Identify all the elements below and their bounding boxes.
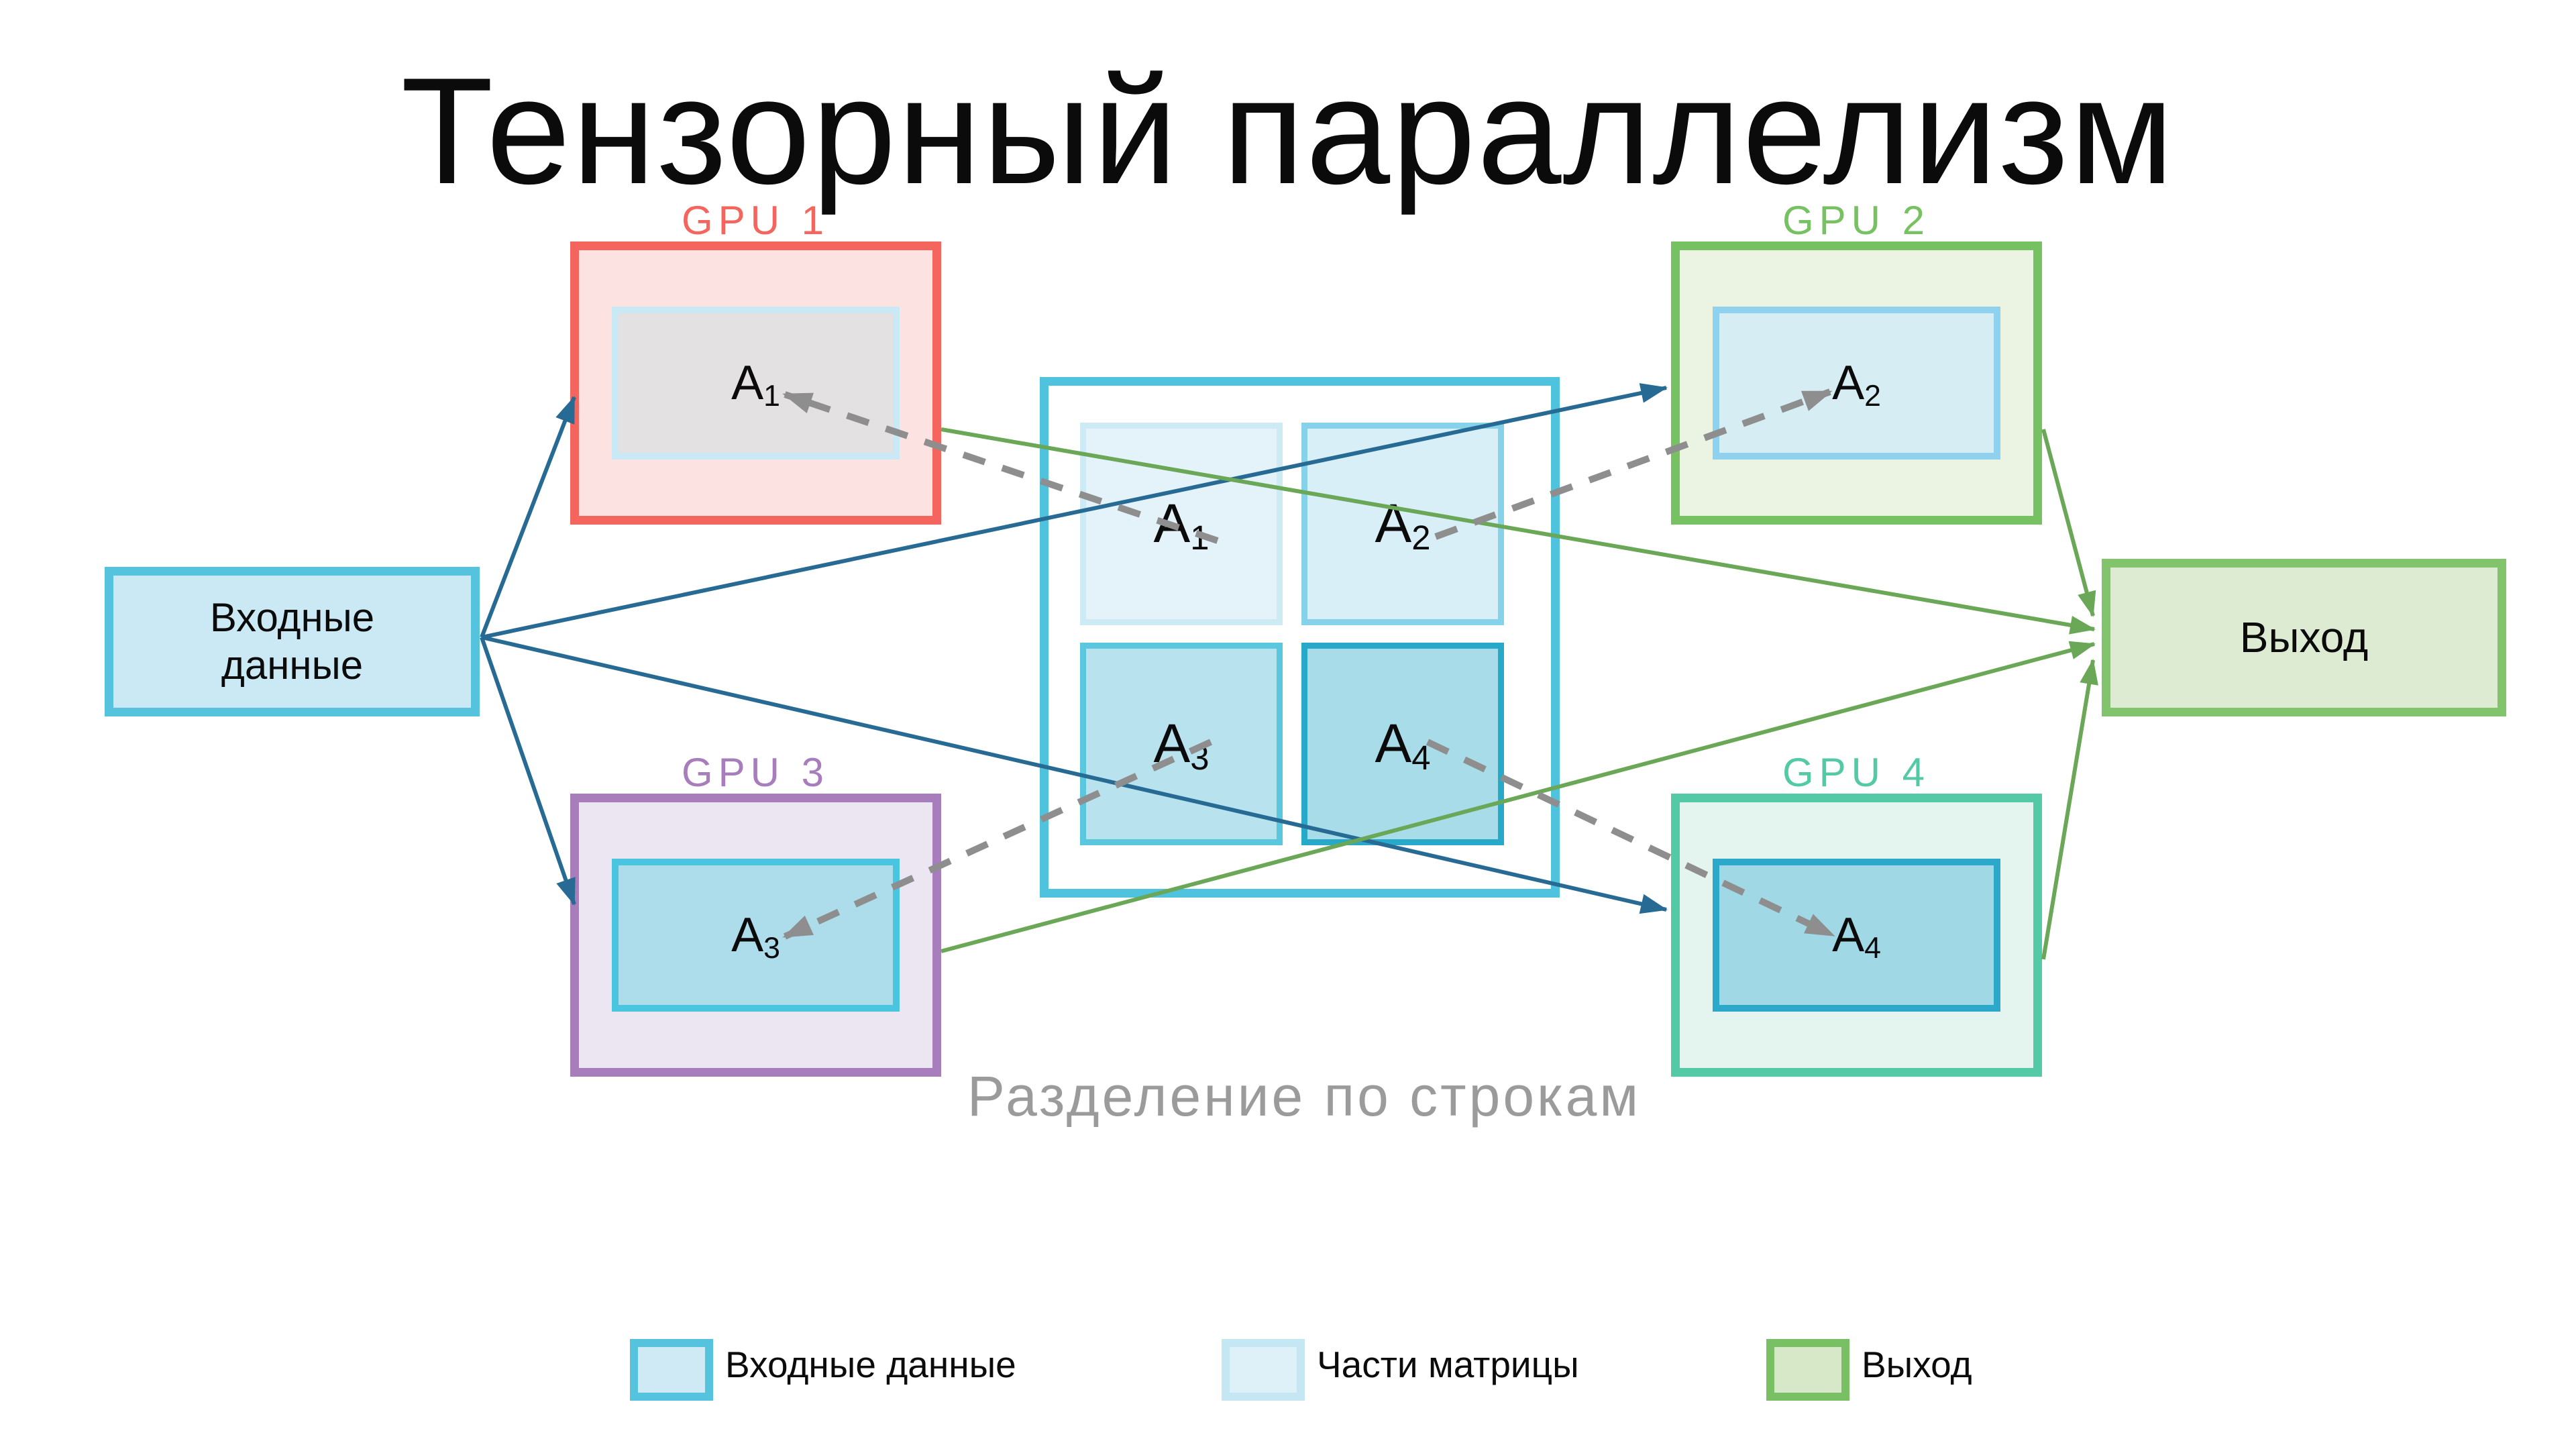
edge-gpu2-to-output <box>2041 429 2096 617</box>
legend-label-output: Выход <box>1862 1344 1972 1385</box>
matrix-part-a2: A2 <box>1301 423 1504 625</box>
output-label: Выход <box>2239 612 2369 661</box>
gpu2-shard-label: A2 <box>1832 356 1881 413</box>
gpu1-shard-box: A1 <box>612 307 900 460</box>
page-title: Тензорный параллелизм <box>400 46 2176 215</box>
gpu1-box: A1 <box>570 241 941 525</box>
matrix-part-a4: A4 <box>1301 643 1504 845</box>
gpu4-shard-box: A4 <box>1713 859 2000 1012</box>
gpu2-shard-box: A2 <box>1713 307 2000 460</box>
gpu1-label: GPU 1 <box>681 198 830 243</box>
output-box: Выход <box>2102 559 2506 716</box>
matrix-part-a4-label: A4 <box>1375 713 1431 777</box>
legend-swatch-matrix-parts <box>1222 1339 1305 1401</box>
matrix-part-a3-label: A3 <box>1153 713 1210 777</box>
legend-item-output: Выход <box>1766 1339 1972 1401</box>
legend-item-input: Входные данные <box>630 1339 1016 1401</box>
edge-input-to-gpu1 <box>480 396 576 639</box>
legend-swatch-output <box>1766 1339 1849 1401</box>
gpu2-label: GPU 2 <box>1782 198 1931 243</box>
input-data-box: Входные данные <box>105 567 480 716</box>
legend-label-matrix-parts: Части матрицы <box>1317 1344 1579 1385</box>
gpu1-shard-label: A1 <box>731 356 780 413</box>
input-data-label-line1: Входные <box>209 594 375 640</box>
matrix-part-a1: A1 <box>1080 423 1283 625</box>
matrix-part-a1-label: A1 <box>1153 493 1210 557</box>
matrix-caption: Разделение по строкам <box>967 1065 1642 1128</box>
gpu3-shard-label: A3 <box>731 908 780 965</box>
matrix-box: A1 A2 A3 A4 <box>1040 377 1560 898</box>
gpu3-label: GPU 3 <box>681 750 830 795</box>
gpu4-box: A4 <box>1671 794 2042 1077</box>
gpu4-label: GPU 4 <box>1782 750 1931 795</box>
matrix-part-a3: A3 <box>1080 643 1283 845</box>
edge-gpu4-to-output <box>2041 659 2098 960</box>
gpu2-box: A2 <box>1671 241 2042 525</box>
gpu3-box: A3 <box>570 794 941 1077</box>
gpu4-shard-label: A4 <box>1832 908 1881 965</box>
gpu3-shard-box: A3 <box>612 859 900 1012</box>
input-data-label-line2: данные <box>221 642 364 688</box>
legend-item-matrix-parts: Части матрицы <box>1222 1339 1579 1401</box>
edge-input-to-gpu3 <box>480 637 576 906</box>
matrix-part-a2-label: A2 <box>1375 493 1431 557</box>
legend-swatch-input <box>630 1339 713 1401</box>
legend-label-input: Входные данные <box>725 1344 1016 1385</box>
